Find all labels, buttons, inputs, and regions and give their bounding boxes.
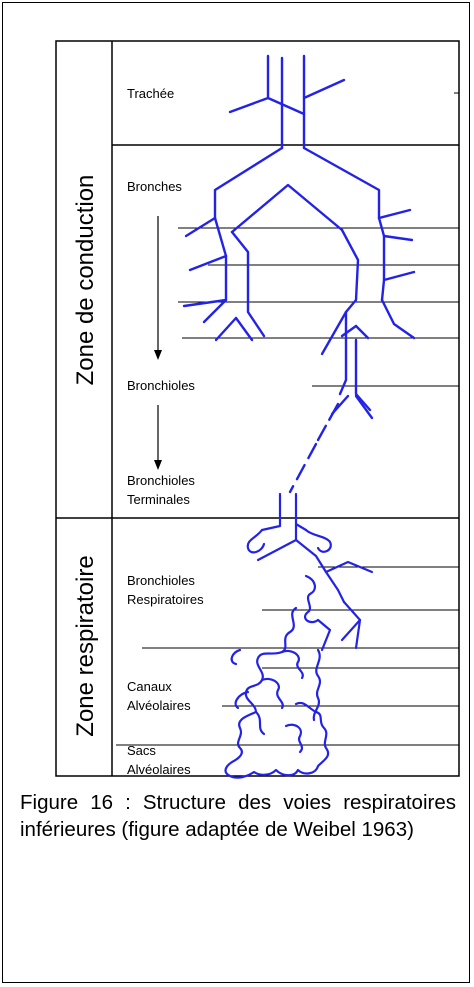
arrow-bronches-to-bronchioles [154, 216, 162, 360]
conducting-airway-tree [184, 56, 414, 492]
arrow-bronchioles-to-terminales [154, 405, 162, 470]
respiratory-airway-tree [226, 494, 372, 778]
stage-bronches: Bronches [127, 177, 182, 196]
figure-caption: Figure 16 : Structure des voies respirat… [20, 789, 456, 843]
zone-conduction-label: Zone de conduction [72, 175, 100, 386]
stage-bronchioles: Bronchioles [127, 376, 195, 395]
stage-canaux-alveolaires: Canaux Alvéolaires [127, 677, 191, 715]
stage-bronchioles-respiratoires: Bronchioles Respiratoires [127, 571, 204, 609]
zone-respiratory-label: Zone respiratoire [72, 555, 100, 736]
stage-trachee: Trachée [127, 84, 174, 103]
stage-sacs-alveolaires: Sacs Alvéolaires [127, 741, 191, 779]
stage-bronchioles-terminales: Bronchioles Terminales [127, 471, 195, 509]
